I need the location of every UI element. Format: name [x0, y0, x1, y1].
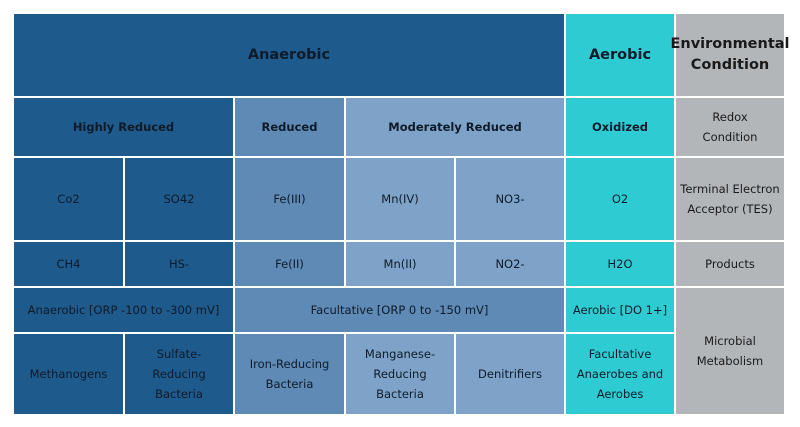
product-fe2: Fe(II) [235, 242, 344, 286]
tes-co2: Co2 [14, 158, 123, 240]
product-h2o: H2O [566, 242, 674, 286]
microbe-manganese-reducing: Manganese-Reducing Bacteria [346, 334, 454, 414]
tes-o2: O2 [566, 158, 674, 240]
redox-highly-reduced: Highly Reduced [14, 98, 233, 156]
redox-moderately-reduced: Moderately Reduced [346, 98, 564, 156]
redox-oxidized: Oxidized [566, 98, 674, 156]
microbe-methanogens: Methanogens [14, 334, 123, 414]
header-aerobic: Aerobic [566, 14, 674, 96]
microbe-iron-reducing: Iron-Reducing Bacteria [235, 334, 344, 414]
tes-so42: SO42 [125, 158, 233, 240]
product-mn2: Mn(II) [346, 242, 454, 286]
products-label: Products [676, 242, 784, 286]
redox-reduced: Reduced [235, 98, 344, 156]
microbe-denitrifiers: Denitrifiers [456, 334, 564, 414]
orp-facultative: Facultative [ORP 0 to -150 mV] [235, 288, 564, 332]
microbial-metabolism-label: Microbial Metabolism [676, 288, 784, 414]
product-ch4: CH4 [14, 242, 123, 286]
orp-anaerobic: Anaerobic [ORP -100 to -300 mV] [14, 288, 233, 332]
orp-aerobic: Aerobic [DO 1+] [566, 288, 674, 332]
redox-condition-label: Redox Condition [676, 98, 784, 156]
product-no2: NO2- [456, 242, 564, 286]
tes-fe3: Fe(III) [235, 158, 344, 240]
microbe-sulfate-reducing: Sulfate-Reducing Bacteria [125, 334, 233, 414]
tes-label: Terminal Electron Acceptor (TES) [676, 158, 784, 240]
header-anaerobic: Anaerobic [14, 14, 564, 96]
tes-no3: NO3- [456, 158, 564, 240]
product-hs: HS- [125, 242, 233, 286]
microbe-facultative-anaerobes: Facultative Anaerobes and Aerobes [566, 334, 674, 414]
tes-mn4: Mn(IV) [346, 158, 454, 240]
header-environmental-condition: Environmental Condition [670, 14, 790, 96]
